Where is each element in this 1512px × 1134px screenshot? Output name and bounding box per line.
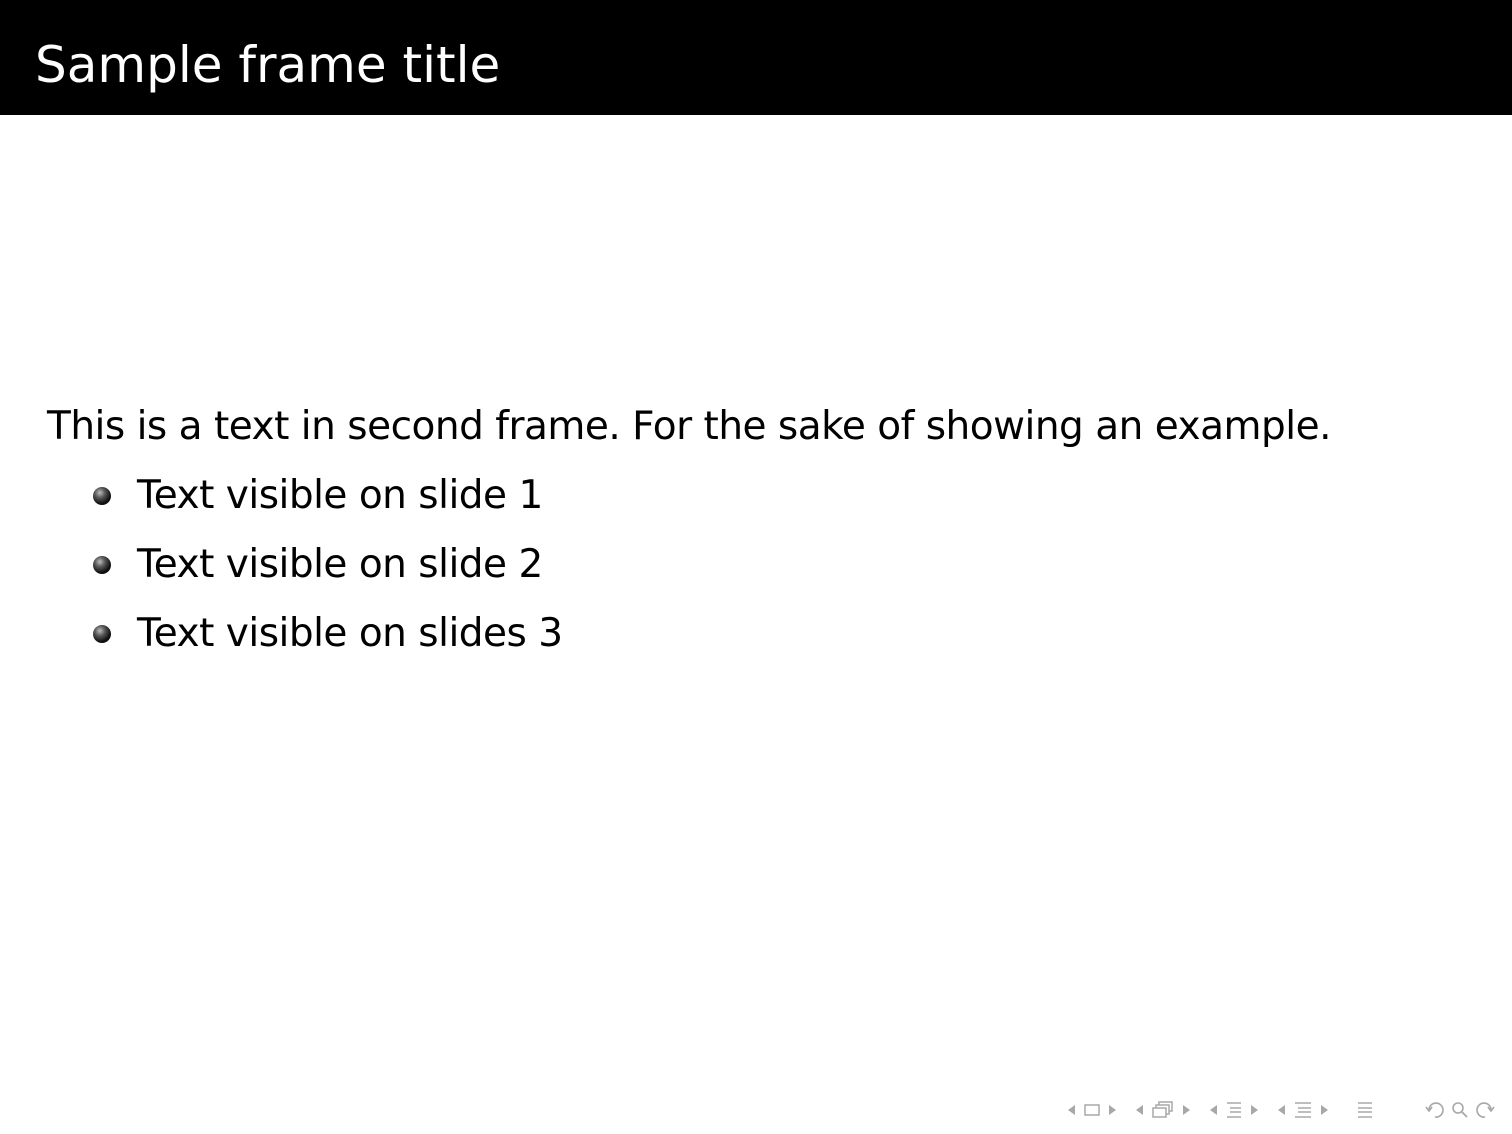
next-section-arrow-icon[interactable] — [1321, 1105, 1328, 1115]
bullet-list: Text visible on slide 1 Text visible on … — [47, 469, 1467, 661]
search-icon[interactable] — [1451, 1101, 1469, 1119]
bullet-ball-icon — [93, 625, 111, 643]
slide-content: This is a text in second frame. For the … — [47, 400, 1467, 676]
next-slide-arrow-icon[interactable] — [1183, 1105, 1190, 1115]
subsection-navigation — [1210, 1101, 1258, 1119]
prev-frame-arrow-icon[interactable] — [1068, 1105, 1075, 1115]
intro-text: This is a text in second frame. For the … — [47, 404, 1332, 449]
subsection-icon[interactable] — [1226, 1101, 1242, 1119]
section-navigation — [1278, 1101, 1328, 1119]
back-icon[interactable] — [1425, 1101, 1445, 1119]
list-item: Text visible on slides 3 — [47, 607, 1467, 661]
next-subsection-arrow-icon[interactable] — [1251, 1105, 1258, 1115]
slide-navigation — [1136, 1101, 1190, 1119]
list-item-label: Text visible on slides 3 — [137, 611, 563, 656]
search-navigation — [1422, 1101, 1498, 1119]
list-item-label: Text visible on slide 1 — [137, 473, 543, 518]
prev-subsection-arrow-icon[interactable] — [1210, 1105, 1217, 1115]
list-item-label: Text visible on slide 2 — [137, 542, 543, 587]
appendix-navigation — [1348, 1101, 1382, 1119]
frame-title: Sample frame title — [35, 36, 501, 94]
frame-box-icon[interactable] — [1084, 1104, 1100, 1116]
bullet-ball-icon — [93, 487, 111, 505]
list-item: Text visible on slide 1 — [47, 469, 1467, 523]
slide-stack-icon[interactable] — [1152, 1101, 1174, 1119]
frame-title-bar: Sample frame title — [0, 0, 1512, 115]
section-icon[interactable] — [1294, 1101, 1312, 1119]
next-frame-arrow-icon[interactable] — [1109, 1105, 1116, 1115]
list-item: Text visible on slide 2 — [47, 538, 1467, 592]
forward-icon[interactable] — [1475, 1101, 1495, 1119]
beamer-navigation-bar — [1068, 1098, 1498, 1122]
prev-slide-arrow-icon[interactable] — [1136, 1105, 1143, 1115]
frame-navigation — [1068, 1104, 1116, 1116]
prev-section-arrow-icon[interactable] — [1278, 1105, 1285, 1115]
bullet-ball-icon — [93, 556, 111, 574]
appendix-icon[interactable] — [1357, 1101, 1373, 1119]
